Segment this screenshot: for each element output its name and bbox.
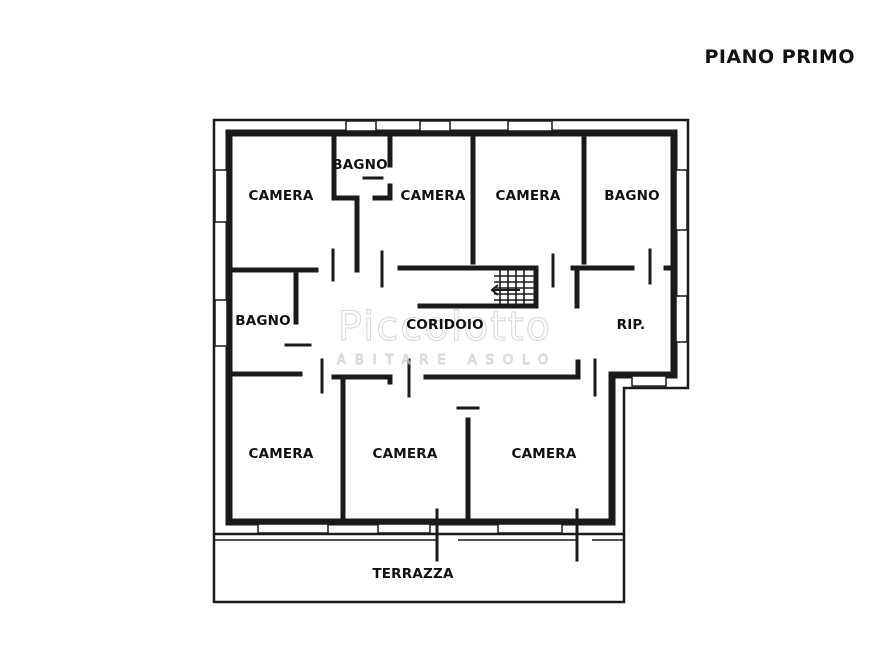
stair-arrow-icon [490,284,520,296]
window [214,169,228,223]
window [419,120,451,132]
window [214,299,228,347]
window [377,523,431,534]
room-label-camera-4: CAMERA [248,446,313,462]
window [345,120,377,132]
room-label-bagno-2: BAGNO [604,188,660,204]
watermark-tagline: ABITARE ASOLO [337,353,557,368]
terrace [212,534,626,604]
windows [214,120,688,534]
interior-walls [228,130,677,525]
doors [284,176,652,562]
window [257,523,329,534]
room-label-bagno-1: BAGNO [332,157,388,173]
stairs [494,270,534,304]
window [675,295,688,343]
room-label-camera-2: CAMERA [400,188,465,204]
room-label-terrazza: TERRAZZA [372,566,454,582]
room-label-camera-1: CAMERA [248,188,313,204]
room-labels: BAGNO CAMERA CAMERA CAMERA BAGNO BAGNO C… [235,157,660,582]
room-label-camera-3: CAMERA [495,188,560,204]
window [497,523,563,534]
plan-title: PIANO PRIMO [704,46,855,68]
watermark-name: Piccolotto [338,304,552,350]
watermark: Piccolotto ABITARE ASOLO [336,304,557,369]
room-label-camera-5: CAMERA [372,446,437,462]
window [631,375,667,387]
room-label-corridoio: CORIDOIO [406,317,484,333]
window [675,169,688,231]
room-label-ripostiglio: RIP. [617,317,646,333]
room-label-bagno-3: BAGNO [235,313,291,329]
window [507,120,553,132]
room-label-camera-6: CAMERA [511,446,576,462]
